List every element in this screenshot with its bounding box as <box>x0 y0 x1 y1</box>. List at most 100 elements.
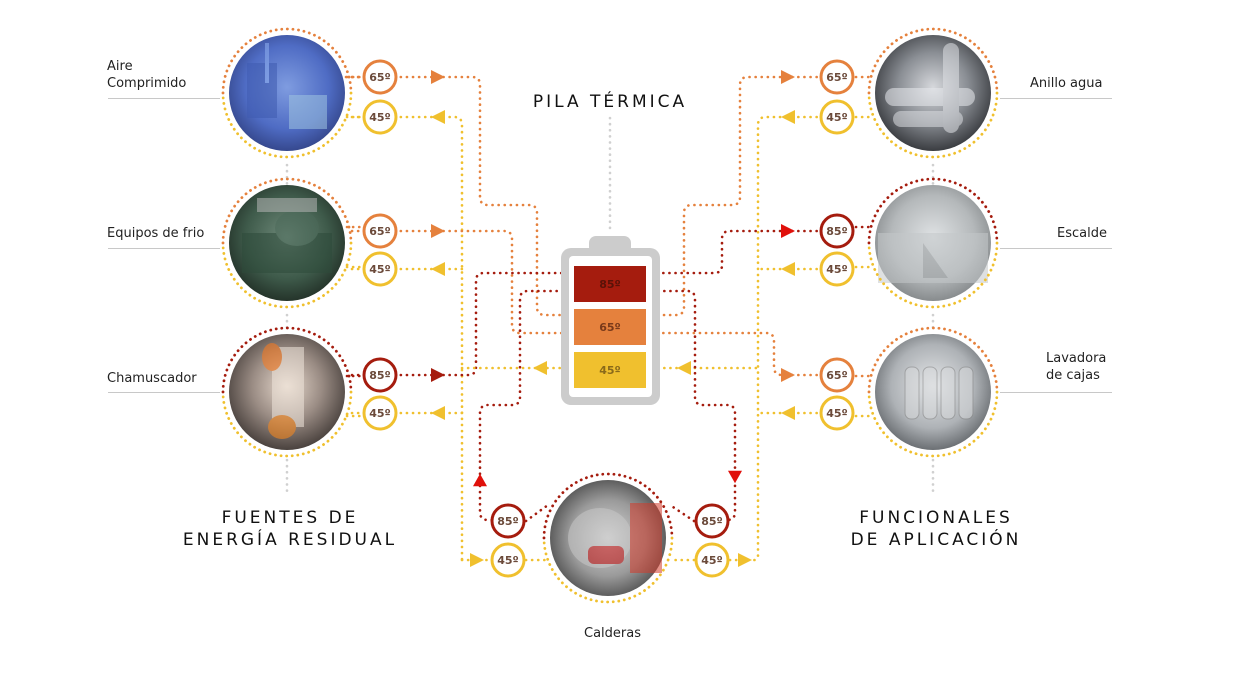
temp-badge-ring <box>362 59 398 95</box>
temp-badge-ring <box>490 542 526 578</box>
consumer-label-escalde: Escalde <box>1057 225 1107 242</box>
photo-compressed-air-machinery <box>221 27 353 159</box>
label-underline <box>108 248 220 249</box>
path-cham-85 <box>350 271 577 377</box>
label-line-2: de cajas <box>1046 368 1100 383</box>
photo-detail <box>262 343 304 439</box>
temp-badge-value: 45º <box>701 554 723 567</box>
left-section-title: FUENTES DE ENERGÍA RESIDUAL <box>160 507 420 551</box>
boiler-left-hot-badge: 85º <box>490 503 526 539</box>
temp-badge-value: 45º <box>826 263 848 276</box>
photo-ring-bottom <box>542 536 674 604</box>
source-out-temp-badge: 65º <box>362 59 398 95</box>
battery-level-label: 45º <box>599 364 621 377</box>
temp-badge-value: 45º <box>497 554 519 567</box>
path-battery-85-boiler-left <box>478 289 577 522</box>
photo-detail <box>878 233 988 283</box>
temp-badge-value: 85º <box>826 225 848 238</box>
photo-ring-top <box>867 326 999 394</box>
label-underline <box>1000 248 1112 249</box>
title-line-2: DE APLICACIÓN <box>850 530 1022 550</box>
photo-ring-bottom <box>221 390 353 458</box>
path-lavadora-65 <box>644 331 837 377</box>
temp-badge-ring <box>694 503 730 539</box>
temp-badge-ring <box>819 213 855 249</box>
source-in-temp-badge: 45º <box>362 251 398 287</box>
label-underline <box>1000 392 1112 393</box>
consumer-in-temp-badge: 65º <box>819 357 855 393</box>
boiler-left-cold-badge: 45º <box>490 542 526 578</box>
battery-level-85 <box>574 266 646 302</box>
title-line-1: FUNCIONALES <box>859 508 1013 528</box>
arrow-down-icon <box>728 470 742 484</box>
label-line-1: Aire <box>107 59 133 74</box>
arrow-left-icon <box>431 406 445 420</box>
boiler-stub <box>668 503 696 523</box>
source-label-aire-comprimido: Aire Comprimido <box>107 58 186 92</box>
nodes: 85º65º45º65º45º65º45º85º45º65º45º85º45º6… <box>221 27 999 604</box>
arrow-right-icon <box>781 368 795 382</box>
arrow-left-icon <box>431 110 445 124</box>
boiler-right-cold-badge: 45º <box>694 542 730 578</box>
consumer-in-temp-badge: 85º <box>819 213 855 249</box>
photo-industrial-boiler <box>542 472 674 604</box>
label-underline <box>108 98 220 99</box>
boiler-stub <box>524 503 550 523</box>
arrow-right-icon <box>470 553 484 567</box>
temp-badge-ring <box>819 59 855 95</box>
temp-badge-ring <box>362 99 398 135</box>
photo-refrigeration-equipment <box>221 177 353 309</box>
title-line-2: ENERGÍA RESIDUAL <box>182 530 398 550</box>
photo-ring-bottom <box>867 91 999 159</box>
right-section-title: FUNCIONALES DE APLICACIÓN <box>806 507 1066 551</box>
label-line-1: Chamuscador <box>107 371 197 386</box>
consumer-label-anillo-agua: Anillo agua <box>1030 75 1102 92</box>
arrow-left-icon <box>677 361 691 375</box>
photo-circle <box>229 35 345 151</box>
arrow-right-icon <box>738 553 752 567</box>
title-text: PILA TÉRMICA <box>532 92 688 112</box>
path-battery-85-boiler-right <box>644 289 737 522</box>
battery-level-45 <box>574 352 646 388</box>
temp-badge-ring <box>819 395 855 431</box>
temp-badge-ring <box>819 357 855 393</box>
photo-ring-top <box>867 177 999 245</box>
consumer-out-temp-badge: 45º <box>819 395 855 431</box>
temp-badge-value: 45º <box>369 263 391 276</box>
temp-badge-value: 85º <box>369 369 391 382</box>
photo-ring-top <box>542 472 674 540</box>
label-line-1: Lavadora <box>1046 351 1107 366</box>
temp-badge-ring <box>362 213 398 249</box>
arrow-right-icon <box>781 70 795 84</box>
temp-badge-ring <box>362 395 398 431</box>
consumer-out-temp-badge: 45º <box>819 99 855 135</box>
battery-level-label: 65º <box>599 321 621 334</box>
photo-ring-top <box>867 27 999 95</box>
center-title: PILA TÉRMICA <box>510 91 710 113</box>
arrow-right-icon <box>431 224 445 238</box>
arrow-right-icon <box>431 70 445 84</box>
boiler-right-hot-badge: 85º <box>694 503 730 539</box>
source-label-equipos-frio: Equipos de frio <box>107 225 204 242</box>
source-in-temp-badge: 45º <box>362 395 398 431</box>
photo-detail <box>885 43 975 133</box>
arrow-left-icon <box>431 262 445 276</box>
arrow-left-icon <box>781 406 795 420</box>
photo-ring-top <box>221 27 353 95</box>
photo-crate-washer <box>867 326 999 458</box>
source-label-chamuscador: Chamuscador <box>107 370 197 387</box>
photo-ring-bottom <box>221 91 353 159</box>
battery-level-label: 85º <box>599 278 621 291</box>
temp-badge-ring <box>362 251 398 287</box>
temp-badge-ring <box>694 542 730 578</box>
photo-ring-top <box>221 326 353 394</box>
temp-badge-ring <box>362 357 398 393</box>
arrow-right-icon <box>781 224 795 238</box>
arrow-up-icon <box>473 473 487 487</box>
path-anillo-65 <box>644 75 837 317</box>
thermal-battery: 85º 65º 45º <box>561 236 660 405</box>
photo-detail <box>904 366 974 420</box>
label-line-2: Comprimido <box>107 76 187 91</box>
consumer-in-temp-badge: 65º <box>819 59 855 95</box>
photo-detail <box>568 503 662 573</box>
